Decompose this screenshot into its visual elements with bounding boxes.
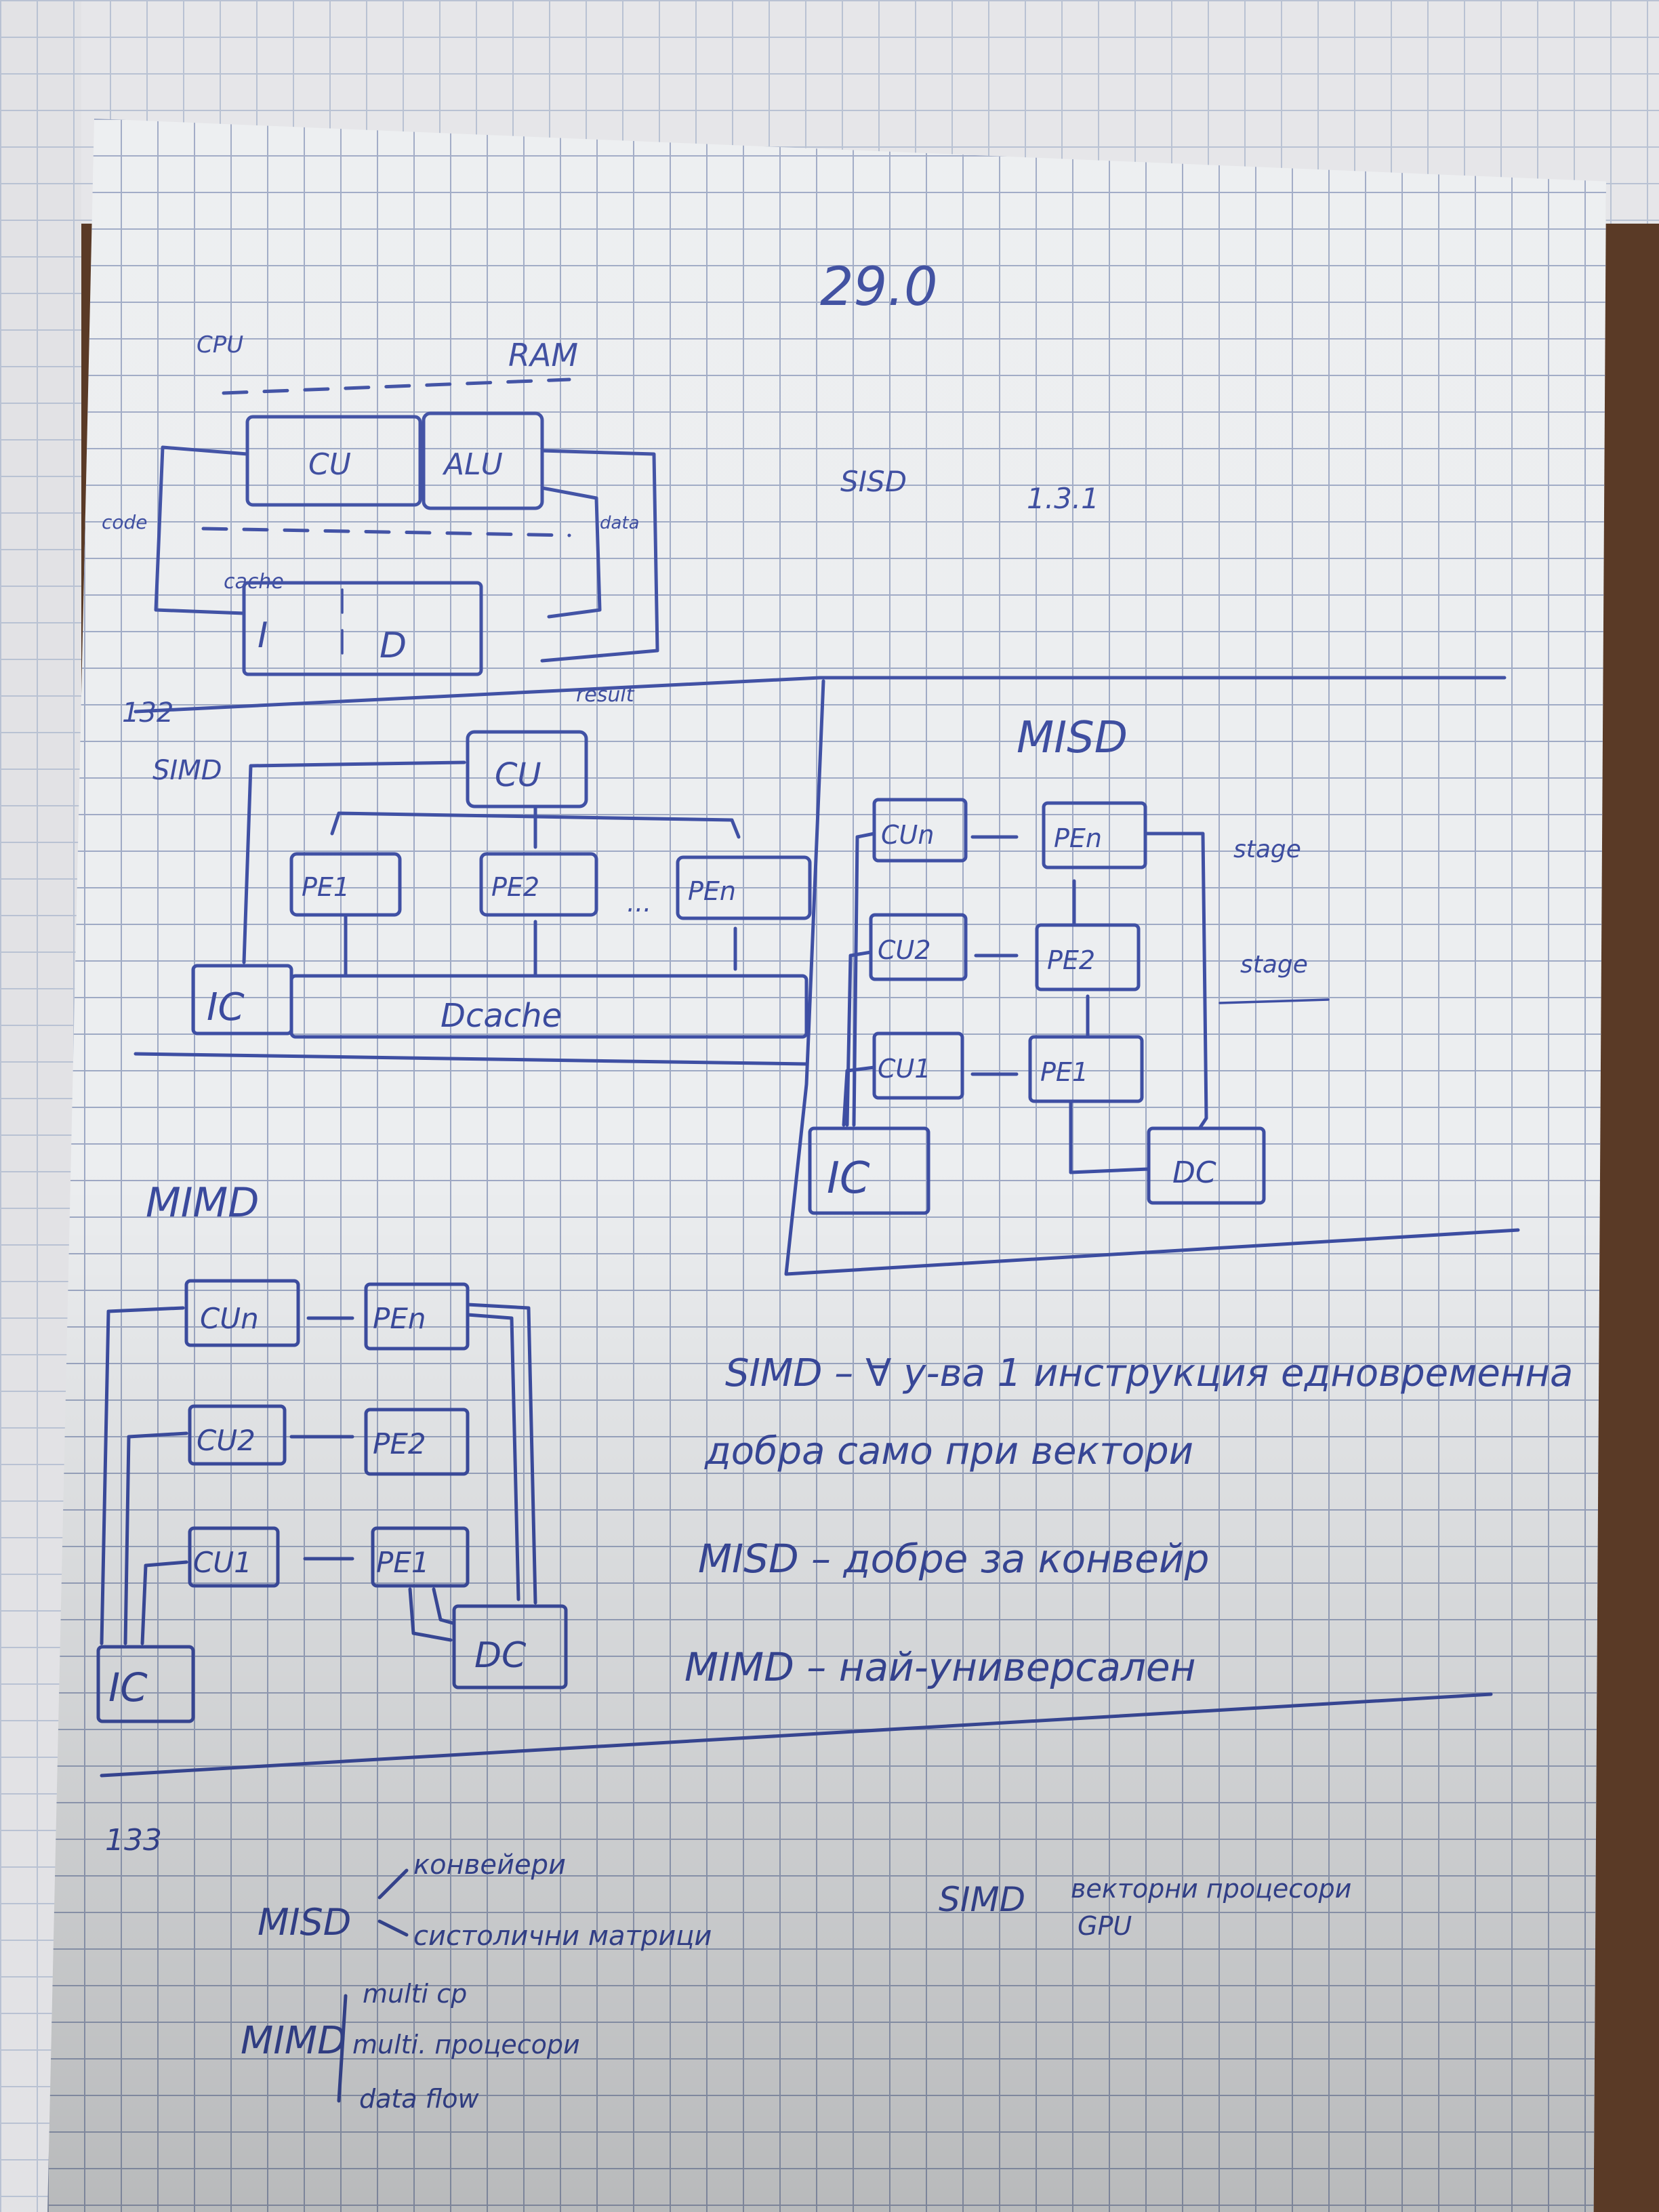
- svg-text:PE1: PE1: [302, 872, 350, 902]
- simd-example-2: GPU: [1078, 1911, 1132, 1941]
- note-simd: SIMD – ∀ у-ва 1 инструкция едновременна: [725, 1351, 1573, 1395]
- mimd-example-2: multi. процесори: [352, 2030, 580, 2060]
- alu-block: [422, 411, 544, 510]
- misd-example-1: конвейери: [413, 1849, 566, 1881]
- section-divider: [134, 676, 1507, 714]
- misd-stage-label-bottom: stage: [1240, 951, 1308, 979]
- svg-text:PE2: PE2: [373, 1427, 426, 1460]
- data-label: data: [600, 513, 640, 533]
- svg-text:Dcache: Dcache: [441, 997, 562, 1035]
- cache-block: [242, 581, 483, 676]
- misd-examples-label: MISD: [258, 1901, 351, 1944]
- svg-text:PE2: PE2: [491, 872, 539, 902]
- svg-text:CU2: CU2: [197, 1424, 255, 1457]
- svg-text:IC: IC: [827, 1153, 870, 1204]
- simd-pe2-block: [479, 852, 598, 917]
- note-simd-vectors: добра само при вектори: [704, 1429, 1193, 1473]
- svg-text:CUn: CUn: [200, 1302, 259, 1335]
- mimd-ic-block: [96, 1645, 195, 1723]
- mimd-pe1-block: [371, 1526, 470, 1588]
- svg-text:IC: IC: [108, 1664, 148, 1711]
- note-mimd: MIMD – най-универсален: [684, 1644, 1196, 1690]
- svg-text:PE1: PE1: [1040, 1057, 1088, 1087]
- icache-label: I: [258, 615, 268, 656]
- cpu-label: CPU: [197, 331, 243, 359]
- mimd-cu2-block: [188, 1404, 287, 1466]
- section-133-number: 133: [105, 1823, 162, 1858]
- simd-dcache-block: [289, 974, 808, 1039]
- misd-cu2-block: [869, 913, 968, 981]
- simd-cu-block: [466, 730, 588, 808]
- reference-number: 1.3.1: [1027, 482, 1099, 515]
- misd-pe2-block: [1035, 923, 1141, 991]
- svg-text:CU1: CU1: [193, 1546, 252, 1579]
- section-132-number: 132: [122, 697, 173, 729]
- page-date: 29.0: [820, 257, 938, 318]
- svg-text:PE2: PE2: [1047, 945, 1095, 975]
- misd-diagram: MISD CUn PEn CU2 PE2 CU1 PE1 stage stage…: [784, 679, 1520, 1276]
- svg-text:...: ...: [627, 888, 651, 918]
- mimd-examples-label: MIMD: [241, 2019, 346, 2063]
- cu-block-label: CU: [308, 447, 351, 482]
- svg-text:CU2: CU2: [878, 935, 931, 965]
- svg-text:DC: DC: [1172, 1155, 1216, 1190]
- svg-text:IC: IC: [207, 985, 245, 1029]
- cu-block: [245, 415, 422, 507]
- comparison-notes: SIMD – ∀ у-ва 1 инструкция едновременна …: [684, 1351, 1573, 1690]
- svg-text:PEn: PEn: [373, 1302, 426, 1335]
- simd-example-1: векторни процесори: [1071, 1874, 1351, 1904]
- mimd-cu1-block: [188, 1526, 280, 1588]
- notebook-page: [47, 119, 1606, 2212]
- svg-text:CUn: CUn: [881, 820, 934, 850]
- dcache-label: D: [380, 626, 407, 666]
- misd-example-2: систолични матрици: [413, 1921, 712, 1952]
- ram-label: RAM: [508, 337, 578, 373]
- section-divider-2: [100, 1692, 1493, 1778]
- alu-block-label: ALU: [442, 447, 503, 482]
- svg-text:DC: DC: [474, 1635, 527, 1676]
- simd-examples-label: SIMD: [939, 1880, 1025, 1919]
- svg-text:CU1: CU1: [878, 1054, 931, 1084]
- misd-stage-label-top: stage: [1233, 836, 1301, 863]
- simd-label: SIMD: [152, 755, 222, 786]
- mimd-example-3: data flow: [359, 2084, 479, 2114]
- code-label: code: [102, 511, 148, 533]
- note-misd: MISD – добре за конвейр: [698, 1536, 1209, 1582]
- svg-text:PEn: PEn: [1054, 823, 1102, 853]
- simd-pen-block: [676, 855, 812, 920]
- simd-diagram: 132 SIMD CU PE1 PE2 ... PEn IC Dcache: [122, 697, 812, 1066]
- mimd-dc-block: [452, 1604, 568, 1689]
- misd-ic-block: [808, 1126, 930, 1215]
- misd-dc-block: [1147, 1126, 1266, 1205]
- svg-text:PEn: PEn: [688, 876, 736, 906]
- cpu-diagram: CPU RAM CU ALU code data cache I D resul…: [102, 331, 659, 707]
- misd-cun-block: [872, 798, 968, 863]
- section-133: 133 MISD конвейери систолични матрици SI…: [105, 1823, 1351, 2114]
- mimd-example-1: multi cp: [363, 1979, 467, 2009]
- svg-text:CU: CU: [495, 756, 541, 794]
- misd-label: MISD: [1017, 713, 1128, 763]
- mimd-pe2-block: [364, 1408, 470, 1476]
- svg-text:PE1: PE1: [376, 1546, 430, 1579]
- mimd-cun-block: [184, 1279, 300, 1347]
- mimd-label: MIMD: [146, 1179, 259, 1227]
- sisd-label: SISD: [840, 465, 907, 498]
- mimd-diagram: MIMD CUn PEn CU2 PE2 CU1 PE1 IC DC: [96, 1179, 568, 1723]
